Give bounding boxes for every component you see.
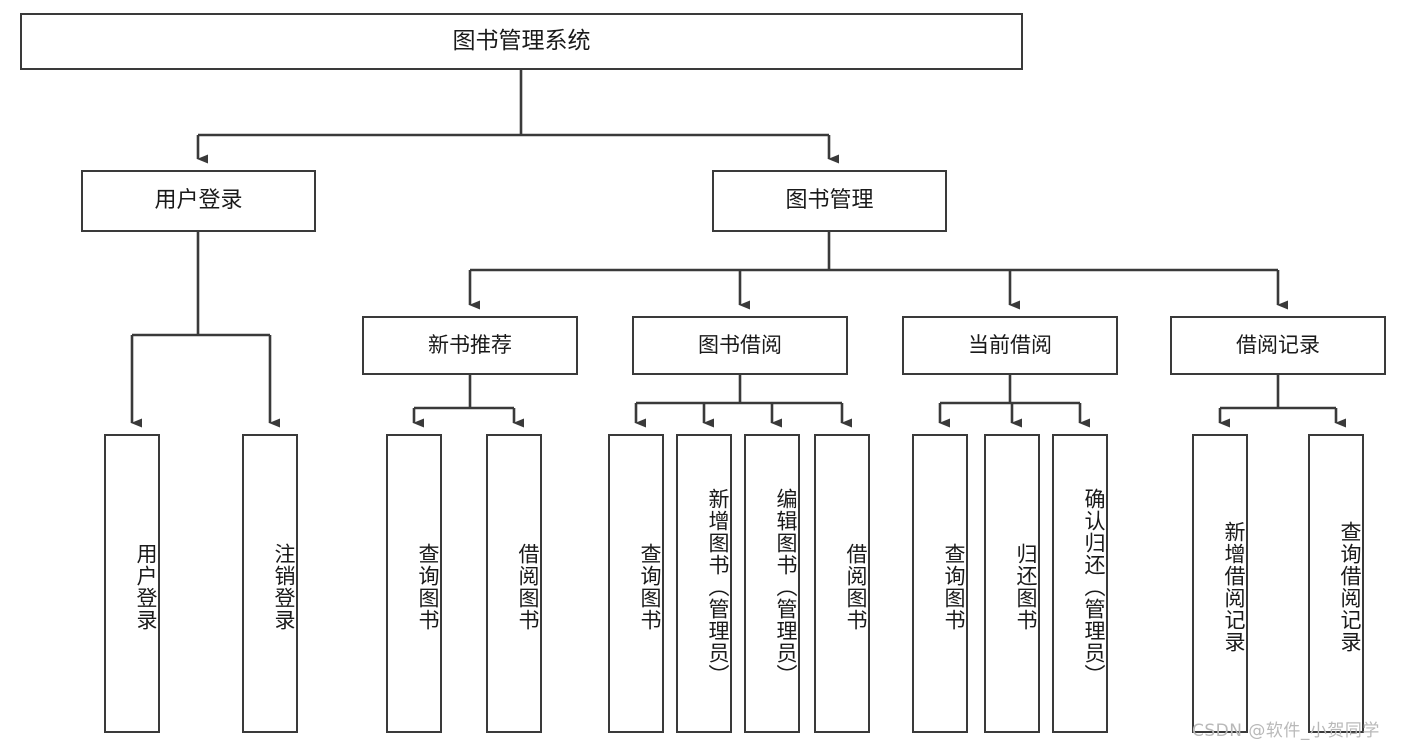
node-root-label: 图书管理系统 xyxy=(452,28,591,55)
node-leaf-rec-add-record-label: 新增借阅记录 xyxy=(1222,520,1246,653)
node-book-manage-label: 图书管理 xyxy=(785,188,874,214)
node-leaf-borrow-query-book-label: 查询图书 xyxy=(638,542,662,631)
node-leaf-cur-return-book-label: 归还图书 xyxy=(1014,542,1038,631)
node-leaf-cur-return-book[interactable]: 归还图书 xyxy=(984,434,1040,733)
node-leaf-rec-add-record[interactable]: 新增借阅记录 xyxy=(1192,434,1248,733)
node-leaf-rec-query-book[interactable]: 查询图书 xyxy=(386,434,442,733)
node-current-borrow-label: 当前借阅 xyxy=(968,333,1052,358)
node-current-borrow[interactable]: 当前借阅 xyxy=(902,316,1118,375)
node-borrow-record[interactable]: 借阅记录 xyxy=(1170,316,1386,375)
node-leaf-borrow-borrow-book-label: 借阅图书 xyxy=(844,542,868,631)
node-leaf-rec-query-record-label: 查询借阅记录 xyxy=(1338,520,1362,653)
node-book-borrow-label: 图书借阅 xyxy=(698,333,782,358)
node-leaf-borrow-add-book-label: 新增图书（管理员） xyxy=(706,487,730,686)
node-leaf-rec-query-record[interactable]: 查询借阅记录 xyxy=(1308,434,1364,733)
node-new-book-rec[interactable]: 新书推荐 xyxy=(362,316,578,375)
node-leaf-cur-query-book-label: 查询图书 xyxy=(942,542,966,631)
node-leaf-rec-borrow-book-label: 借阅图书 xyxy=(516,542,540,631)
node-book-manage[interactable]: 图书管理 xyxy=(712,170,947,232)
node-borrow-record-label: 借阅记录 xyxy=(1236,333,1320,358)
node-leaf-borrow-edit-book-label: 编辑图书（管理员） xyxy=(774,487,798,686)
node-leaf-cur-confirm-return-label: 确认归还（管理员） xyxy=(1082,487,1106,686)
node-new-book-rec-label: 新书推荐 xyxy=(428,333,512,358)
node-leaf-borrow-borrow-book[interactable]: 借阅图书 xyxy=(814,434,870,733)
node-leaf-user-login-label: 用户登录 xyxy=(134,542,158,631)
node-user-login[interactable]: 用户登录 xyxy=(81,170,316,232)
node-leaf-cur-query-book[interactable]: 查询图书 xyxy=(912,434,968,733)
node-leaf-rec-borrow-book[interactable]: 借阅图书 xyxy=(486,434,542,733)
node-book-borrow[interactable]: 图书借阅 xyxy=(632,316,848,375)
watermark: CSDN @软件_小贺同学 xyxy=(1192,721,1380,741)
node-root[interactable]: 图书管理系统 xyxy=(20,13,1023,70)
node-leaf-rec-query-book-label: 查询图书 xyxy=(416,542,440,631)
node-user-login-label: 用户登录 xyxy=(154,188,243,214)
node-leaf-user-login[interactable]: 用户登录 xyxy=(104,434,160,733)
node-leaf-borrow-add-book[interactable]: 新增图书（管理员） xyxy=(676,434,732,733)
node-leaf-cur-confirm-return[interactable]: 确认归还（管理员） xyxy=(1052,434,1108,733)
node-leaf-user-logout[interactable]: 注销登录 xyxy=(242,434,298,733)
node-leaf-borrow-edit-book[interactable]: 编辑图书（管理员） xyxy=(744,434,800,733)
node-leaf-borrow-query-book[interactable]: 查询图书 xyxy=(608,434,664,733)
node-leaf-user-logout-label: 注销登录 xyxy=(272,542,296,631)
